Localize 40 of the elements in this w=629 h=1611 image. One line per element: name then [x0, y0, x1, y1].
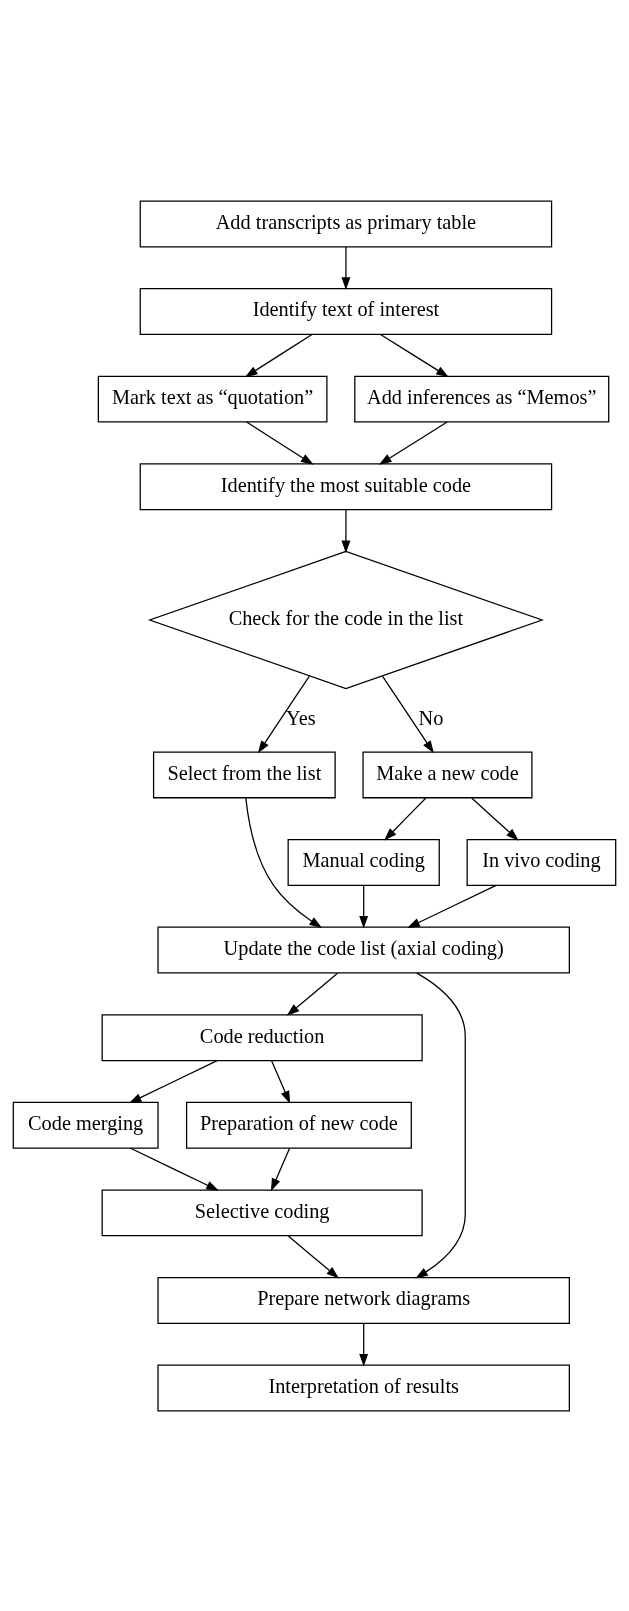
arrow: [359, 884, 369, 929]
node-box: Make a new code: [362, 750, 533, 798]
arrow: [379, 333, 449, 377]
arrow: [128, 1059, 218, 1103]
node-diamond: Check for the code in the list: [147, 550, 544, 689]
arrow: [359, 1322, 369, 1367]
arrow: [341, 245, 351, 290]
arrow: [245, 420, 314, 465]
node-box: Add inferences as “Memos”: [354, 375, 610, 423]
node-box: Add transcripts as primary table: [139, 199, 553, 247]
node-box: In vivo coding: [466, 838, 617, 886]
node-box: Update the code list (axial coding): [157, 926, 570, 974]
arrow: [287, 1234, 340, 1279]
arrow: [271, 1059, 291, 1104]
arrow: [130, 1147, 219, 1191]
arrow: [245, 796, 323, 928]
arrow: [378, 420, 448, 465]
node-box: Code merging: [12, 1101, 159, 1149]
edge-label: No: [418, 706, 444, 729]
arrow: [415, 972, 466, 1278]
arrow: [244, 333, 313, 377]
arrow: [270, 1147, 291, 1191]
node-box: Identify the most suitable code: [139, 462, 553, 510]
node-box: Selective coding: [101, 1188, 423, 1236]
arrow: [341, 508, 351, 553]
arrow: [471, 796, 519, 841]
arrow: [286, 972, 339, 1016]
node-box: Identify text of interest: [139, 287, 553, 335]
node-box: Preparation of new code: [185, 1101, 412, 1149]
node-box: Select from the list: [152, 750, 336, 798]
arrow: [384, 796, 427, 840]
node-box: Code reduction: [101, 1013, 423, 1061]
node-box: Interpretation of results: [157, 1364, 570, 1412]
arrow: [257, 675, 310, 753]
node-box: Prepare network diagrams: [157, 1276, 570, 1324]
edge-label: Yes: [286, 706, 316, 729]
node-box: Manual coding: [287, 838, 440, 886]
arrow: [381, 675, 434, 753]
arrow: [407, 884, 497, 928]
node-box: Mark text as “quotation”: [97, 375, 328, 423]
